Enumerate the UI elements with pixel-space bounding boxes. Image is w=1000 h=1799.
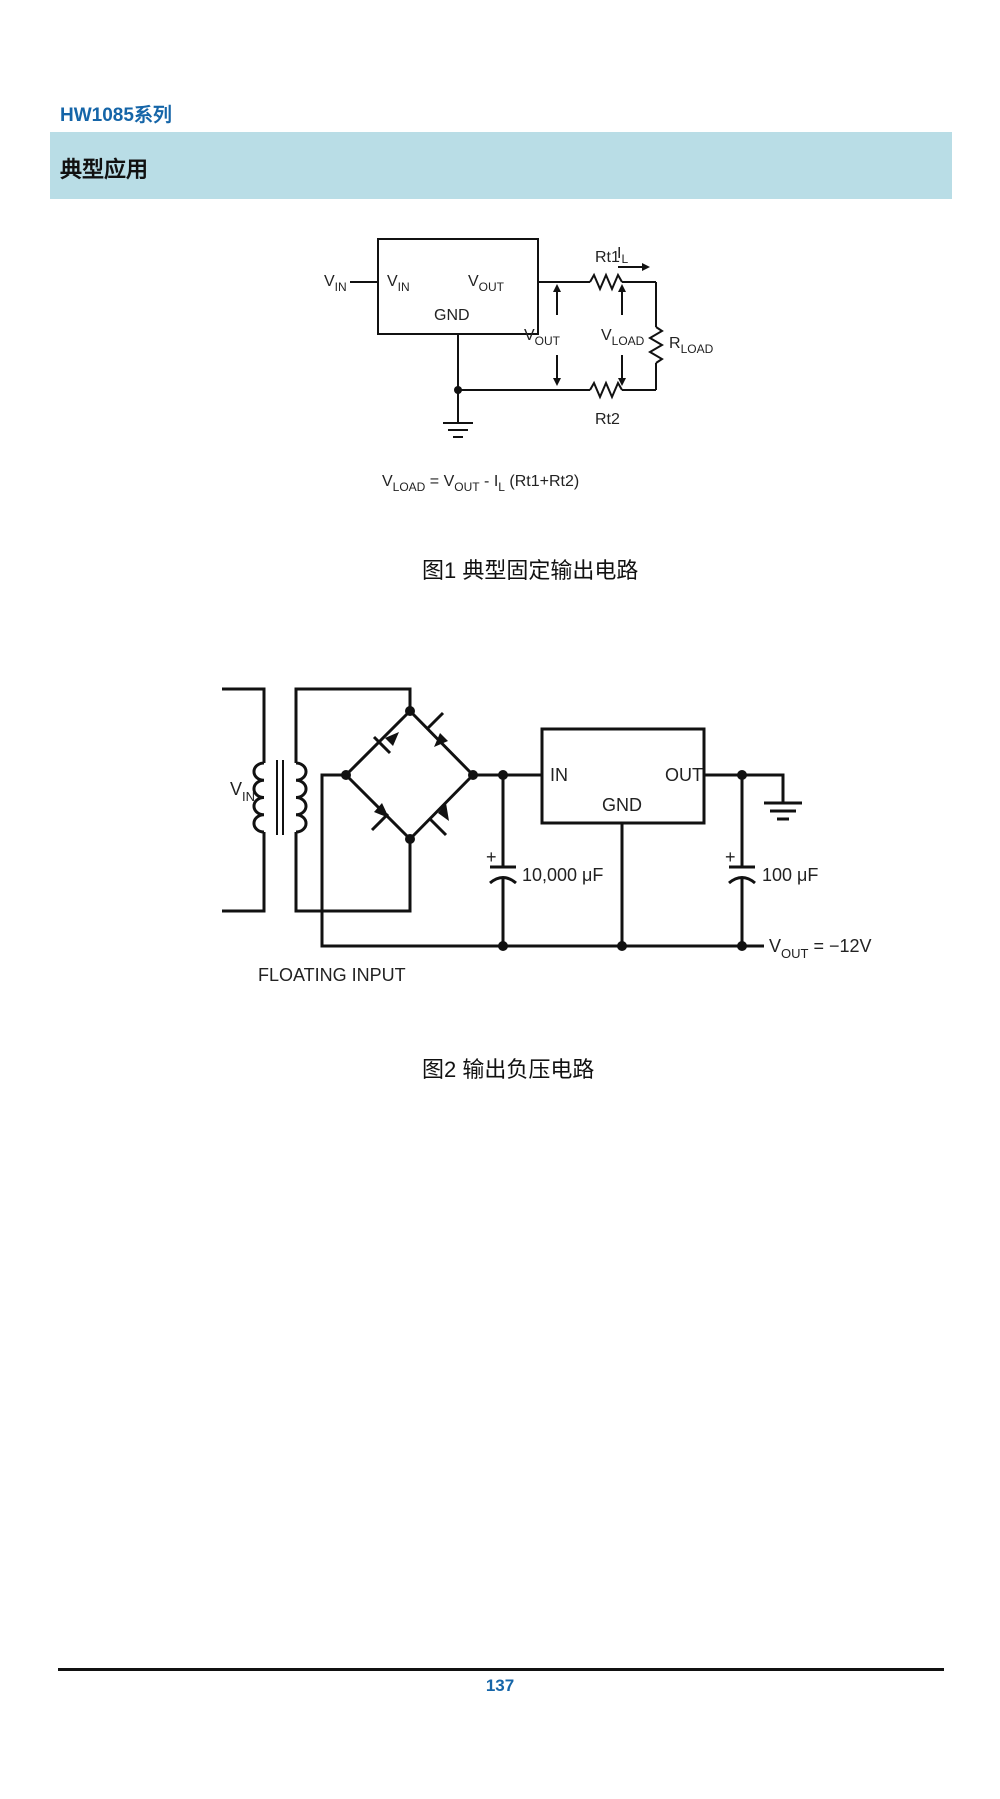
rload-resistor	[648, 326, 664, 364]
diode-icon	[370, 803, 390, 832]
vin-label: VIN	[230, 779, 255, 804]
ground-return-wire	[320, 773, 746, 948]
gnd-pin-label: GND	[434, 307, 470, 324]
output-capacitor	[728, 775, 756, 951]
vload-formula: VLOAD = VOUT - IL (Rt1+Rt2)	[382, 473, 579, 494]
floating-input-label: FLOATING INPUT	[258, 965, 406, 985]
output-cap-label: 100 μF	[762, 865, 818, 885]
series-title: HW1085系列	[60, 105, 172, 126]
in-pin-label: IN	[550, 765, 568, 785]
gnd-pin-label: GND	[602, 795, 642, 815]
diode-icon	[372, 732, 399, 755]
vout-label: VOUT = −12V	[769, 936, 872, 961]
figure2-caption: 图2 输出负压电路	[422, 1057, 595, 1082]
out-pin-label: OUT	[665, 765, 703, 785]
il-label: IL	[617, 245, 628, 266]
rt2-resistor	[589, 380, 623, 400]
ground-icon	[443, 422, 473, 438]
transformer-icon	[222, 687, 412, 913]
input-capacitor	[489, 775, 517, 951]
page-number: 137	[485, 1676, 515, 1695]
section-header-band: 典型应用	[50, 132, 952, 199]
input-cap-polarity: +	[486, 847, 497, 867]
vout-measure-label: VOUT	[524, 327, 561, 348]
vin-external-label: VIN	[324, 273, 347, 294]
vout-pin-label: VOUT	[468, 273, 505, 294]
figure1-caption: 图1 典型固定输出电路	[422, 558, 639, 583]
vload-measure-arrow-icon	[618, 284, 626, 386]
ground-icon	[764, 801, 802, 821]
diode-icon	[425, 711, 448, 747]
diode-icon	[428, 803, 449, 837]
input-cap-label: 10,000 μF	[522, 865, 603, 885]
section-title: 典型应用	[60, 157, 149, 182]
bridge-rectifier	[341, 706, 478, 889]
vout-measure-arrow-icon	[553, 284, 561, 386]
rload-label: RLOAD	[669, 335, 714, 356]
footer-rule	[58, 1668, 944, 1671]
figure2-circuit-diagram: VIN IN OUT GND + 10,000 μF + 100 μF VOUT…	[222, 687, 872, 985]
current-arrow-icon	[618, 263, 650, 271]
figure1-circuit-diagram: VIN VIN VOUT GND Rt1 Rt2 IL VOUT VLOAD R…	[324, 238, 714, 494]
output-cap-polarity: +	[725, 847, 736, 867]
junction-dot	[454, 386, 462, 394]
vin-pin-label: VIN	[387, 273, 410, 294]
rt2-label: Rt2	[595, 411, 620, 428]
rt1-label: Rt1	[595, 249, 620, 266]
vload-measure-label: VLOAD	[601, 327, 645, 348]
rt1-resistor	[589, 272, 623, 292]
